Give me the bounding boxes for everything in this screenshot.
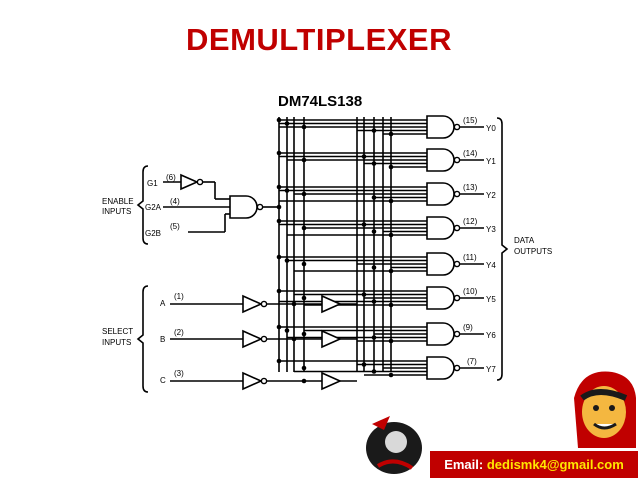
output-nand-gate-7-bubble	[453, 364, 461, 372]
logo-silhouette-icon	[360, 408, 428, 483]
select-c-buffer	[321, 371, 342, 391]
output-nand-gate-4-bubble	[453, 260, 461, 268]
select-b-inverter-bubble	[260, 335, 268, 343]
wires	[163, 117, 484, 382]
output-y6: (9) Y6	[463, 323, 496, 340]
footer-bar: Email: dedismk4@gmail.com	[430, 451, 638, 478]
output-nand-gate-0-bubble	[453, 123, 461, 131]
select-b-label: B	[160, 335, 165, 344]
select-c-label: C	[160, 376, 166, 385]
junction-dots	[276, 117, 394, 384]
output-y2-label: Y2	[486, 191, 496, 200]
output-y1-label: Y1	[486, 157, 496, 166]
output-nand-gate-3	[426, 216, 455, 240]
output-y4-pin: (11)	[463, 253, 477, 262]
chip-name: DM74LS138	[278, 93, 362, 110]
output-y5-label: Y5	[486, 295, 496, 304]
output-y0-pin: (15)	[463, 116, 478, 125]
output-y2: (13) Y2	[463, 183, 496, 200]
select-a-label: A	[160, 299, 166, 308]
output-y1: (14) Y1	[463, 149, 496, 166]
enable-bracket	[136, 165, 149, 245]
select-c-pin: (3)	[174, 369, 184, 378]
select-a-inverter-bubble	[260, 300, 268, 308]
output-y0: (15) Y0	[463, 116, 496, 133]
enable-g1-pin: (6)	[166, 173, 176, 182]
output-nand-gate-6-bubble	[453, 330, 461, 338]
select-b-inverter	[242, 329, 263, 349]
select-b-pin: (2)	[174, 328, 184, 337]
select-a-buffer	[321, 294, 342, 314]
output-y5: (10) Y5	[463, 287, 496, 304]
output-y7-label: Y7	[486, 365, 496, 374]
output-nand-gate-1-bubble	[453, 156, 461, 164]
output-y4: (11) Y4	[463, 253, 496, 270]
output-nand-gate-3-bubble	[453, 224, 461, 232]
enable-g2b-pin: (5)	[170, 222, 180, 231]
enable-g2a-pin: (4)	[170, 197, 180, 206]
output-y7: (7) Y7	[467, 357, 496, 374]
output-y3-pin: (12)	[463, 217, 478, 226]
enable-g2a-label: G2A	[145, 203, 162, 212]
select-bracket	[136, 285, 149, 393]
output-y1-pin: (14)	[463, 149, 478, 158]
output-y3: (12) Y3	[463, 217, 496, 234]
email-label: Email:	[444, 457, 484, 472]
data-outputs-bracket	[496, 117, 509, 381]
output-y0-label: Y0	[486, 124, 496, 133]
output-nand-gate-0	[426, 115, 455, 139]
select-c-inverter-bubble	[260, 377, 268, 385]
output-nand-gate-4	[426, 252, 455, 276]
output-nand-gate-2-bubble	[453, 190, 461, 198]
select-a-inverter	[242, 294, 263, 314]
data-group-label-2: OUTPUTS	[514, 247, 552, 256]
enable-group-label-2: INPUTS	[102, 207, 131, 216]
output-nand-gate-6	[426, 322, 455, 346]
email-value[interactable]: dedismk4@gmail.com	[486, 457, 624, 472]
output-y5-pin: (10)	[463, 287, 478, 296]
slide-title: DEMULTIPLEXER	[186, 22, 452, 57]
output-y3-label: Y3	[486, 225, 496, 234]
select-b-buffer	[321, 329, 342, 349]
data-group-label-1: DATA	[514, 236, 535, 245]
enable-g1-label: G1	[147, 179, 158, 188]
enable-g1-buffer	[180, 173, 199, 191]
enable-nand-gate	[229, 195, 258, 219]
output-y4-label: Y4	[486, 261, 496, 270]
output-nand-gate-1	[426, 148, 455, 172]
gates	[136, 115, 509, 393]
output-y7-pin: (7)	[467, 357, 477, 366]
enable-g1-buffer-bubble	[196, 178, 204, 186]
output-y2-pin: (13)	[463, 183, 478, 192]
enable-g2b-label: G2B	[145, 229, 161, 238]
footer-email: Email: dedismk4@gmail.com	[430, 457, 638, 472]
select-a-pin: (1)	[174, 292, 184, 301]
output-y6-label: Y6	[486, 331, 496, 340]
enable-nand-gate-bubble	[256, 203, 264, 211]
output-nand-gate-2	[426, 182, 455, 206]
output-nand-gate-5-bubble	[453, 294, 461, 302]
enable-group-label-1: ENABLE	[102, 197, 134, 206]
output-y6-pin: (9)	[463, 323, 473, 332]
output-nand-gate-5	[426, 286, 455, 310]
select-group-label-1: SELECT	[102, 327, 133, 336]
select-c-inverter	[242, 371, 263, 391]
select-group-label-2: INPUTS	[102, 338, 131, 347]
mascot-face-icon	[568, 368, 638, 457]
output-nand-gate-7	[426, 356, 455, 380]
